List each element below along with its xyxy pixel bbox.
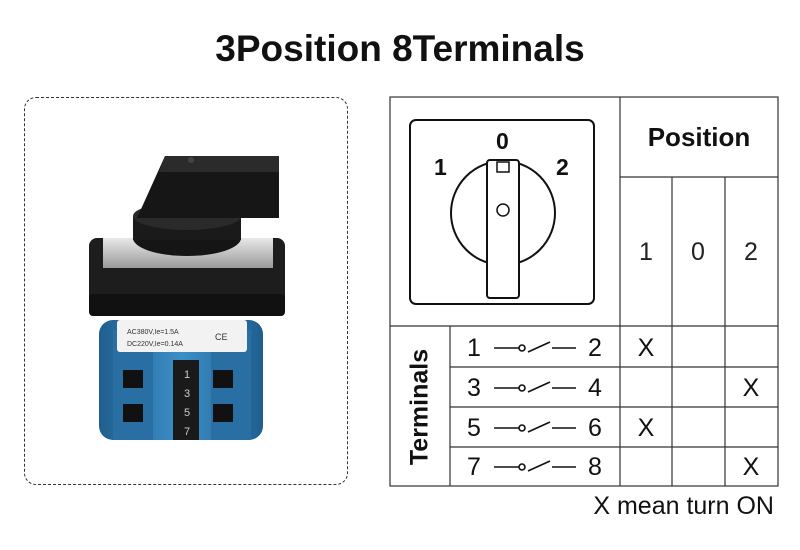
position-header: Position — [647, 121, 751, 152]
footnote: X mean turn ON — [593, 492, 774, 520]
terminal-4: 4 — [588, 374, 602, 402]
product-photo: AC380V,Ie=1.5A DC220V,Ie=0.14A CE — [89, 156, 285, 440]
side-number-7: 7 — [183, 426, 191, 438]
terminal-6: 6 — [588, 414, 602, 442]
switch-position-0: 0 — [496, 128, 509, 154]
terminal-3: 3 — [467, 374, 481, 402]
position-col-0: 0 — [691, 237, 705, 266]
position-col-1: 1 — [639, 237, 653, 266]
terminal-1: 1 — [467, 334, 481, 362]
terminals-header: Terminals — [405, 348, 434, 465]
mark-r1-c1: X — [637, 334, 655, 362]
product-photo-frame: AC380V,Ie=1.5A DC220V,Ie=0.14A CE 1 3 5 … — [24, 97, 348, 485]
side-number-1: 1 — [183, 369, 191, 381]
mark-r2-c3: X — [742, 374, 760, 402]
terminal-8: 8 — [588, 453, 602, 481]
side-number-5: 5 — [183, 407, 191, 419]
label-line-1: AC380V,Ie=1.5A — [127, 329, 179, 336]
label-line-2: DC220V,Ie=0.14A — [127, 341, 183, 348]
page-title: 3Position 8Terminals — [215, 28, 585, 69]
terminal-7: 7 — [467, 453, 481, 481]
mark-r3-c1: X — [637, 414, 655, 442]
mark-r4-c3: X — [742, 453, 760, 481]
terminal-5: 5 — [467, 414, 481, 442]
terminal-2: 2 — [588, 334, 602, 362]
switch-position-1: 1 — [434, 154, 447, 180]
switch-face-icon — [409, 119, 595, 305]
switch-position-2: 2 — [556, 154, 569, 180]
position-col-2: 2 — [744, 237, 758, 266]
ce-mark: CE — [215, 332, 228, 342]
contact-symbols — [494, 341, 576, 472]
side-number-3: 3 — [183, 388, 191, 400]
